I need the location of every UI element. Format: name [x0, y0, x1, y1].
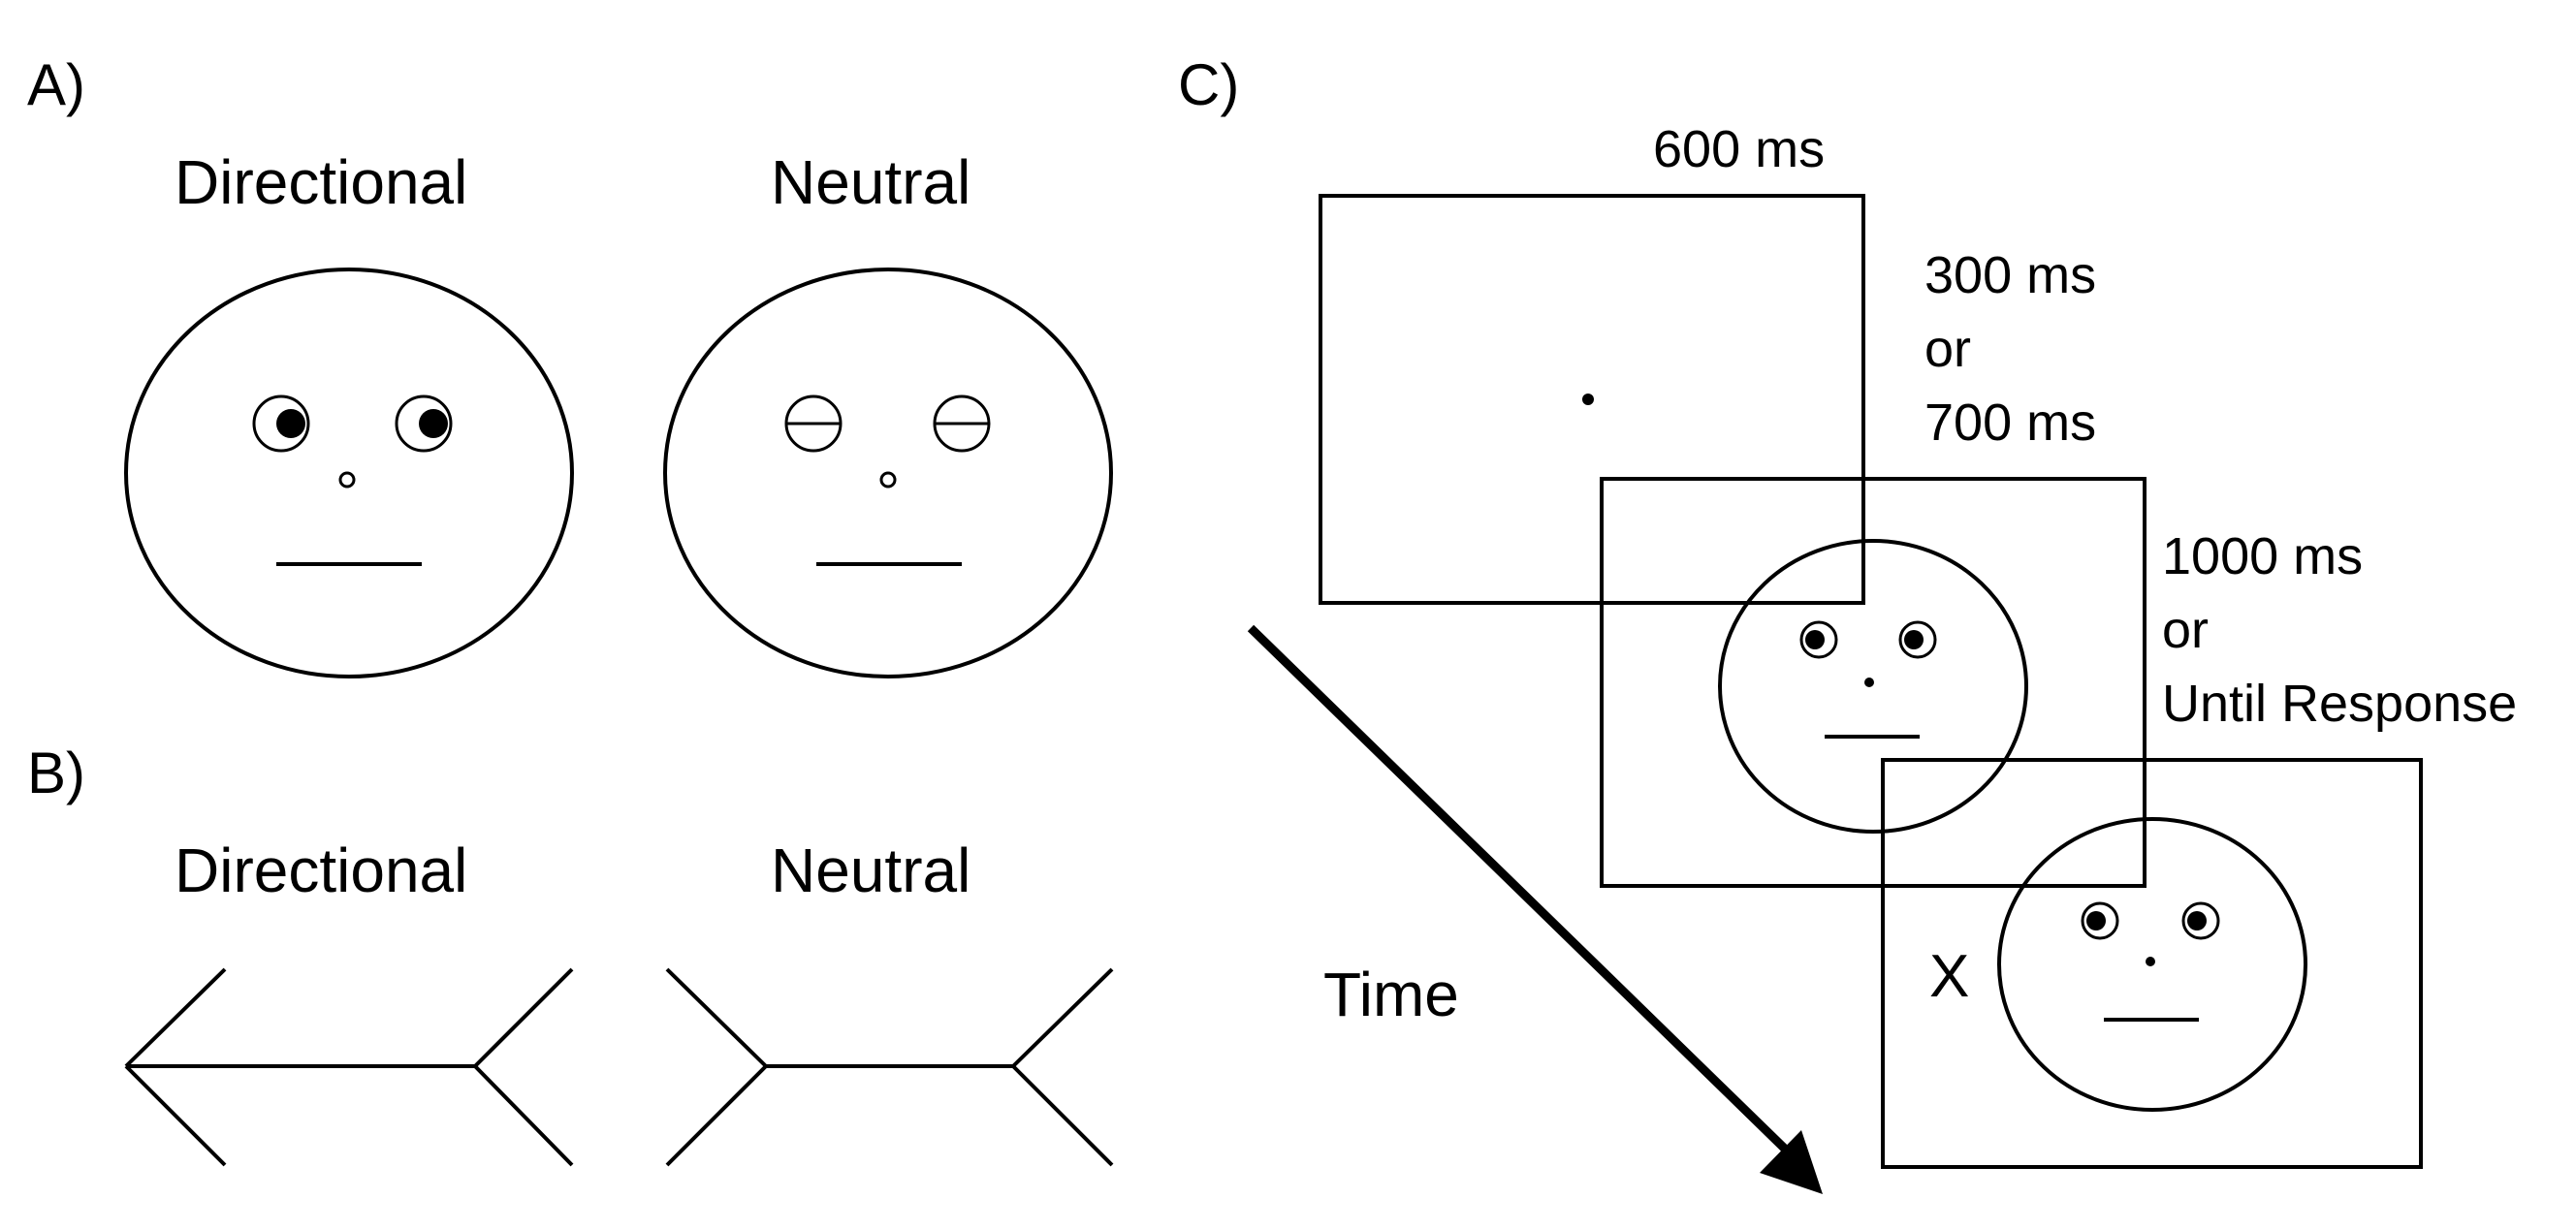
left-eye-icon — [252, 394, 310, 453]
panel-b-neutral-heading: Neutral — [771, 836, 970, 905]
target-duration-line-2: or — [2162, 601, 2209, 659]
target-letter: X — [1929, 943, 1969, 1010]
time-label: Time — [1323, 960, 1459, 1029]
right-eye-icon — [1898, 620, 1937, 659]
target-frame: X — [1881, 758, 2423, 1169]
cue-duration-line-3: 700 ms — [1924, 394, 2096, 452]
right-eye-icon — [933, 394, 991, 453]
neutral-line-icon — [665, 967, 1114, 1167]
right-eye-icon — [395, 394, 453, 453]
nose-icon — [879, 471, 897, 489]
panel-b-directional-heading: Directional — [175, 836, 467, 905]
nose-icon — [2146, 957, 2155, 966]
nose-icon — [338, 471, 356, 489]
time-arrow-icon — [1247, 624, 1823, 1194]
neutral-face — [663, 268, 1113, 678]
fixation-frame — [1319, 194, 1865, 605]
target-duration-line-1: 1000 ms — [2162, 527, 2363, 585]
directional-arrow-icon — [124, 967, 574, 1167]
directional-face — [124, 268, 574, 678]
panel-a-neutral-heading: Neutral — [771, 147, 970, 217]
left-eye-icon — [1799, 620, 1838, 659]
nose-icon — [1864, 678, 1874, 687]
fixation-duration: 600 ms — [1653, 120, 1825, 178]
cue-duration-line-1: 300 ms — [1924, 246, 2096, 304]
fixation-dot-icon — [1582, 394, 1594, 405]
cue-frame — [1600, 477, 2147, 888]
panel-c-label: C) — [1178, 52, 1239, 117]
left-eye-icon — [2081, 901, 2119, 940]
cue-duration-line-2: or — [1924, 320, 1971, 378]
panel-b-label: B) — [27, 741, 85, 805]
right-eye-icon — [2181, 901, 2220, 940]
left-eye-icon — [784, 394, 843, 453]
panel-a-directional-heading: Directional — [175, 147, 467, 217]
target-duration-line-3: Until Response — [2162, 675, 2517, 733]
panel-a-label: A) — [27, 52, 85, 117]
